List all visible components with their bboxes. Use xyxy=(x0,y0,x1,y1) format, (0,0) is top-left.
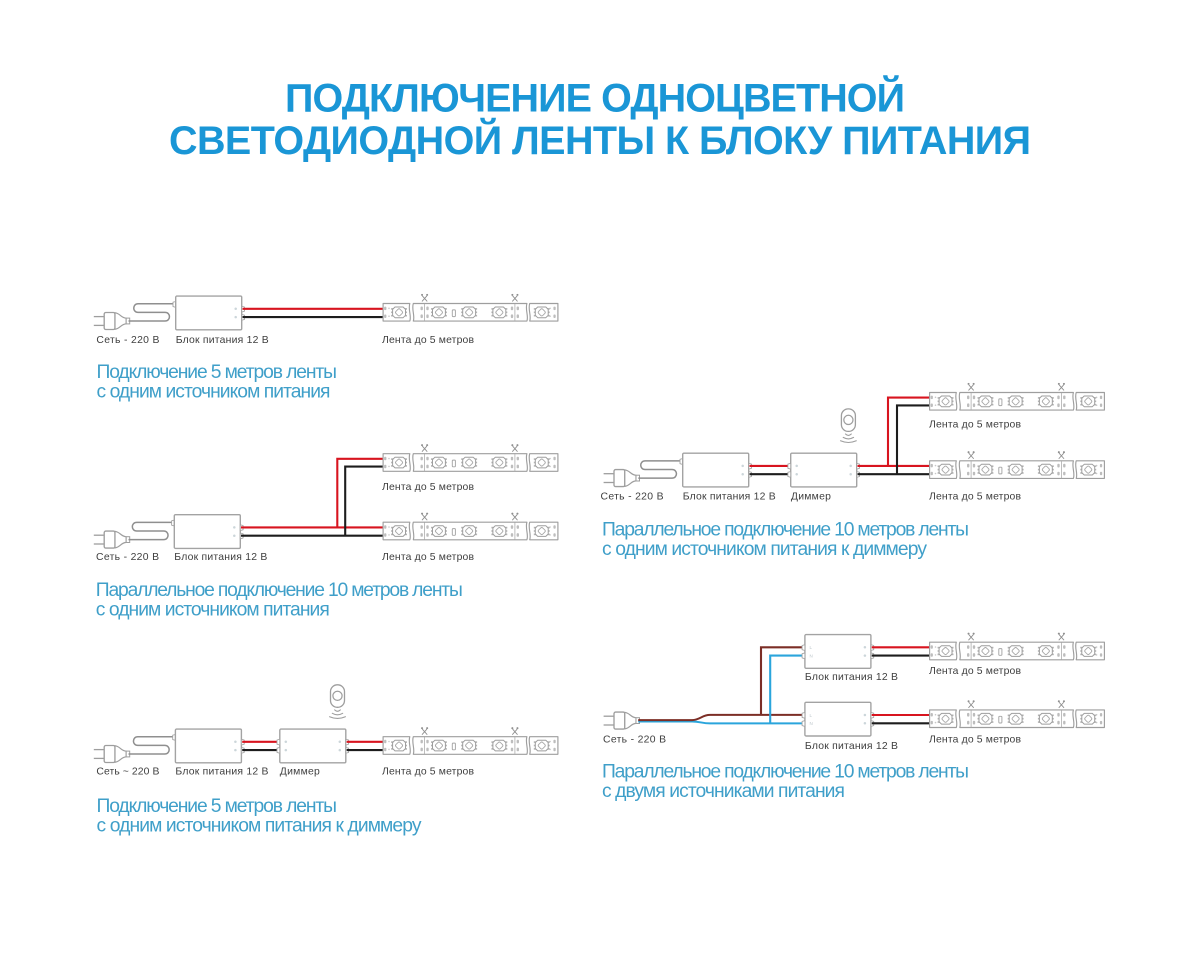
svg-text:Блок питания 12 В: Блок питания 12 В xyxy=(683,492,776,503)
svg-text:Лента до 5 метров: Лента до 5 метров xyxy=(382,552,474,563)
svg-text:Блок питания 12 В: Блок питания 12 В xyxy=(805,672,898,683)
svg-text:Лента до 5 метров: Лента до 5 метров xyxy=(929,419,1021,430)
svg-text:с двумя источниками питания: с двумя источниками питания xyxy=(602,781,845,802)
svg-text:Лента до 5 метров: Лента до 5 метров xyxy=(929,492,1021,503)
svg-text:Лента до 5 метров: Лента до 5 метров xyxy=(382,335,474,346)
svg-text:Подключение 5 метров ленты: Подключение 5 метров ленты xyxy=(97,362,338,383)
svg-text:с одним источником питания: с одним источником питания xyxy=(97,381,331,402)
svg-text:Сеть - 220 В: Сеть - 220 В xyxy=(96,335,159,346)
svg-text:с одним источником питания: с одним источником питания xyxy=(96,600,330,621)
svg-text:Сеть - 220 В: Сеть - 220 В xyxy=(601,492,664,503)
svg-text:Лента до 5 метров: Лента до 5 метров xyxy=(929,666,1021,677)
svg-text:СВЕТОДИОДНОЙ ЛЕНТЫ К БЛОКУ ПИТ: СВЕТОДИОДНОЙ ЛЕНТЫ К БЛОКУ ПИТАНИЯ xyxy=(169,118,1031,163)
svg-text:Диммер: Диммер xyxy=(280,766,320,777)
svg-text:с одним источником питания к д: с одним источником питания к диммеру xyxy=(97,816,422,837)
svg-text:Параллельное подключение 10 ме: Параллельное подключение 10 метров ленты xyxy=(602,520,969,541)
svg-text:Сеть ~ 220 В: Сеть ~ 220 В xyxy=(96,766,159,777)
svg-text:Сеть - 220 В: Сеть - 220 В xyxy=(603,734,666,745)
svg-text:Блок питания 12 В: Блок питания 12 В xyxy=(805,741,898,752)
svg-text:Параллельное подключение 10 ме: Параллельное подключение 10 метров ленты xyxy=(602,762,969,783)
svg-text:Параллельное подключение 10 ме: Параллельное подключение 10 метров ленты xyxy=(96,580,463,601)
svg-text:Диммер: Диммер xyxy=(791,492,831,503)
svg-text:с одним источником питания к д: с одним источником питания к диммеру xyxy=(602,539,927,560)
svg-text:ПОДКЛЮЧЕНИЕ ОДНОЦВЕТНОЙ: ПОДКЛЮЧЕНИЕ ОДНОЦВЕТНОЙ xyxy=(285,76,905,121)
svg-text:Сеть - 220 В: Сеть - 220 В xyxy=(96,552,159,563)
svg-text:Подключение 5 метров ленты: Подключение 5 метров ленты xyxy=(97,796,338,817)
svg-text:Блок питания 12 В: Блок питания 12 В xyxy=(174,552,267,563)
svg-text:Лента до 5 метров: Лента до 5 метров xyxy=(382,482,474,493)
svg-text:Лента до 5 метров: Лента до 5 метров xyxy=(382,766,474,777)
svg-text:Блок питания 12 В: Блок питания 12 В xyxy=(176,335,269,346)
svg-text:Лента до 5 метров: Лента до 5 метров xyxy=(929,735,1021,746)
svg-text:Блок питания 12 В: Блок питания 12 В xyxy=(175,766,268,777)
